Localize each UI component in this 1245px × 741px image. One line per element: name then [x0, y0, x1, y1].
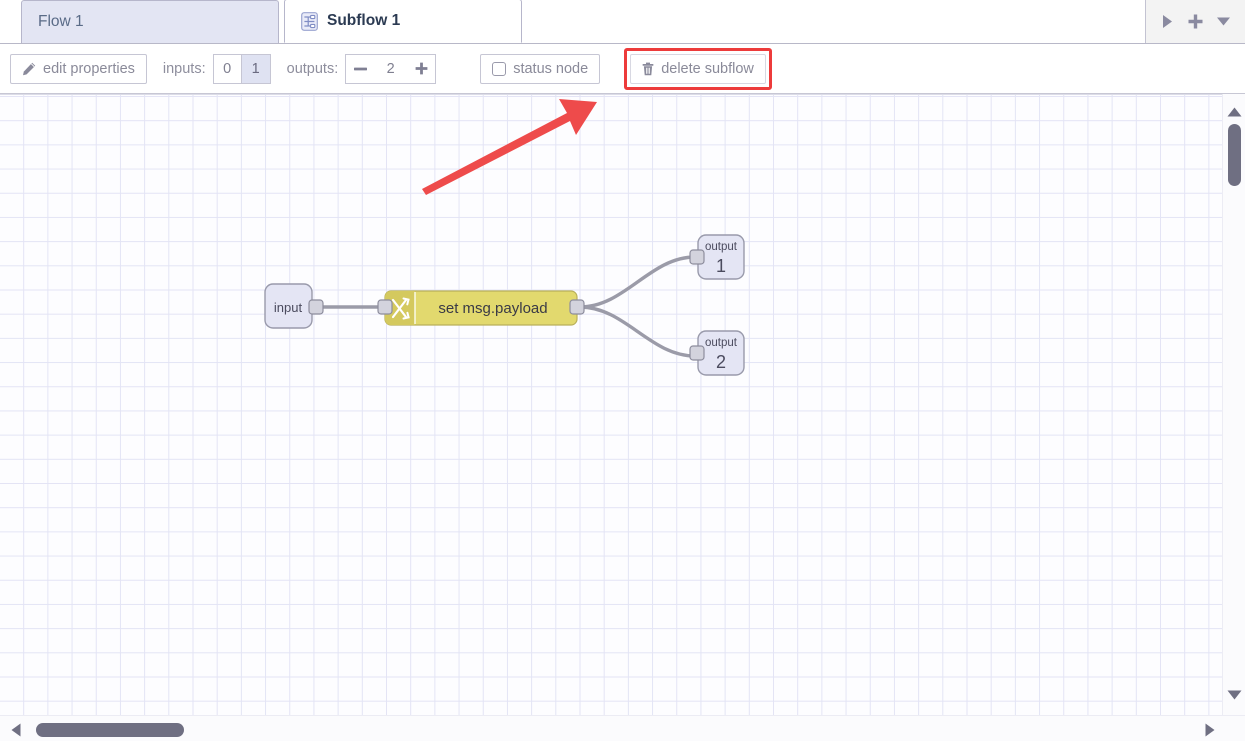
canvas-area: input set msg.payload	[0, 94, 1245, 741]
delete-subflow-label: delete subflow	[661, 60, 754, 77]
delete-subflow-highlight: delete subflow	[624, 47, 772, 90]
outputs-label: outputs:	[286, 60, 339, 77]
scroll-right-arrow-icon[interactable]	[1205, 723, 1215, 741]
tab-controls	[1145, 0, 1245, 43]
node-output-1-label: output	[705, 241, 738, 253]
inputs-label: inputs:	[162, 60, 206, 77]
port-output-1-in	[689, 249, 705, 265]
delete-subflow-button[interactable]: delete subflow	[630, 53, 766, 84]
status-node-checkbox[interactable]	[492, 61, 507, 76]
horizontal-scrollbar[interactable]	[0, 715, 1245, 741]
subflow-toolbar: edit properties inputs: 0 1 outputs: 2 s…	[0, 44, 1245, 94]
tab-flow-1-label: Flow 1	[38, 13, 84, 30]
node-subflow-input[interactable]: input	[264, 283, 324, 329]
tab-subflow-1[interactable]: Subflow 1	[284, 0, 522, 43]
horizontal-scrollbar-thumb[interactable]	[36, 723, 184, 737]
node-change-label: set msg.payload	[438, 300, 547, 317]
status-node-label: status node	[513, 60, 589, 77]
scroll-down-arrow-icon[interactable]	[1227, 687, 1242, 705]
trash-icon	[642, 62, 654, 76]
tab-strip: Flow 1 Subflow 1	[0, 0, 1145, 44]
inputs-option-1[interactable]: 1	[241, 53, 271, 84]
subflow-canvas[interactable]: input set msg.payload	[0, 94, 1222, 715]
edit-properties-button[interactable]: edit properties	[10, 53, 147, 84]
outputs-value: 2	[374, 53, 408, 84]
annotation-arrow	[422, 99, 597, 195]
node-subflow-output-1[interactable]: output 1	[689, 234, 745, 280]
pencil-icon	[22, 62, 36, 76]
port-change-out	[569, 299, 585, 315]
tab-bar: Flow 1 Subflow 1	[0, 0, 1245, 44]
node-output-2-label: output	[705, 337, 738, 349]
port-change-in	[377, 299, 393, 315]
outputs-decrement-button[interactable]	[345, 53, 375, 84]
vertical-scrollbar[interactable]	[1222, 94, 1245, 715]
node-input-label: input	[274, 300, 303, 315]
shuffle-icon	[391, 297, 410, 320]
node-output-2-number: 2	[716, 352, 726, 372]
outputs-increment-button[interactable]	[407, 53, 437, 84]
vertical-scrollbar-thumb[interactable]	[1228, 124, 1241, 186]
tab-flow-1[interactable]: Flow 1	[21, 0, 279, 43]
port-output-2-in	[689, 345, 705, 361]
status-node-toggle[interactable]: status node	[480, 53, 601, 84]
port-input-out	[308, 299, 324, 315]
scroll-up-arrow-icon[interactable]	[1227, 104, 1242, 122]
node-subflow-output-2[interactable]: output 2	[689, 330, 745, 376]
scroll-left-arrow-icon[interactable]	[11, 723, 21, 741]
inputs-option-0[interactable]: 0	[212, 53, 242, 84]
link-change-to-output-1	[578, 255, 697, 309]
inputs-segmented-control: 0 1	[212, 53, 271, 84]
node-change-set-msg-payload[interactable]: set msg.payload	[377, 290, 585, 326]
scroll-right-icon[interactable]	[1157, 11, 1179, 33]
subflow-icon	[301, 11, 318, 31]
outputs-stepper: 2	[345, 53, 437, 84]
node-output-1-number: 1	[716, 256, 726, 276]
tab-subflow-1-label: Subflow 1	[327, 12, 401, 29]
tab-menu-chevron-icon[interactable]	[1212, 11, 1234, 33]
edit-properties-label: edit properties	[43, 60, 135, 77]
add-tab-icon[interactable]	[1184, 11, 1206, 33]
link-change-to-output-2	[578, 305, 697, 358]
